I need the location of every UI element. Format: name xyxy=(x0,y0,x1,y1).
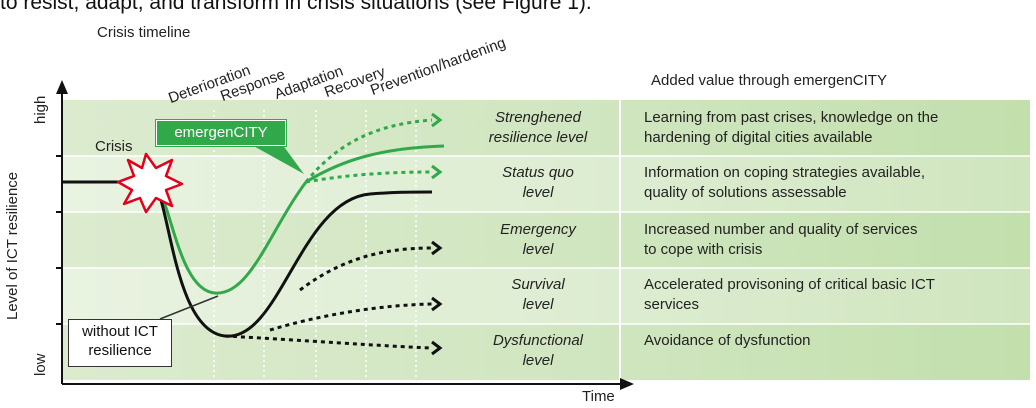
emergencity-callout-pointer xyxy=(250,144,304,174)
crisis-timeline-label: Crisis timeline xyxy=(97,24,191,41)
value-strengthened: Learning from past crises, knowledge on … xyxy=(644,109,939,146)
band-emergency xyxy=(62,212,1030,268)
arrowhead-green-2 xyxy=(431,164,443,180)
without-resilience-callout: without ICT resilience xyxy=(68,319,172,367)
without-resilience-curve xyxy=(62,180,433,338)
crisis-star-icon xyxy=(116,152,184,214)
arrowhead-green-1 xyxy=(431,112,443,128)
value-emergency: Increased number and quality of services… xyxy=(644,221,918,258)
emergencity-callout: emergenCITY xyxy=(156,120,286,146)
arrowhead-black-3 xyxy=(431,340,443,356)
x-axis-label: Time xyxy=(582,388,615,405)
band-dysfunctional xyxy=(62,324,1030,380)
value-dysfunctional: Avoidance of dysfunction xyxy=(644,332,811,349)
intro-text: to resist, adapt, and transform in crisi… xyxy=(0,0,592,14)
band-survival xyxy=(62,268,1030,324)
y-axis-label: Level of ICT resilience xyxy=(4,171,21,320)
branch-survival xyxy=(269,302,433,332)
band-status-quo xyxy=(62,156,1030,212)
added-value-title: Added value through emergenCITY xyxy=(651,72,887,89)
x-axis-arrow xyxy=(620,378,634,390)
value-status-quo: Information on coping strategies availab… xyxy=(644,164,926,201)
arrowhead-black-2 xyxy=(431,296,443,312)
crisis-label: Crisis xyxy=(95,138,133,155)
arrowhead-black-1 xyxy=(431,240,443,256)
branch-emergency xyxy=(299,246,433,292)
y-low-label: low xyxy=(32,353,49,376)
y-axis-arrow xyxy=(56,80,68,94)
emergencity-branch-upper xyxy=(305,144,445,184)
without-callout-pointer xyxy=(159,295,219,320)
value-survival: Accelerated provisoning of critical basi… xyxy=(644,276,935,313)
y-high-label: high xyxy=(32,95,49,124)
branch-dysfunctional xyxy=(224,334,433,350)
emergencity-branch-strengthened xyxy=(304,118,433,183)
